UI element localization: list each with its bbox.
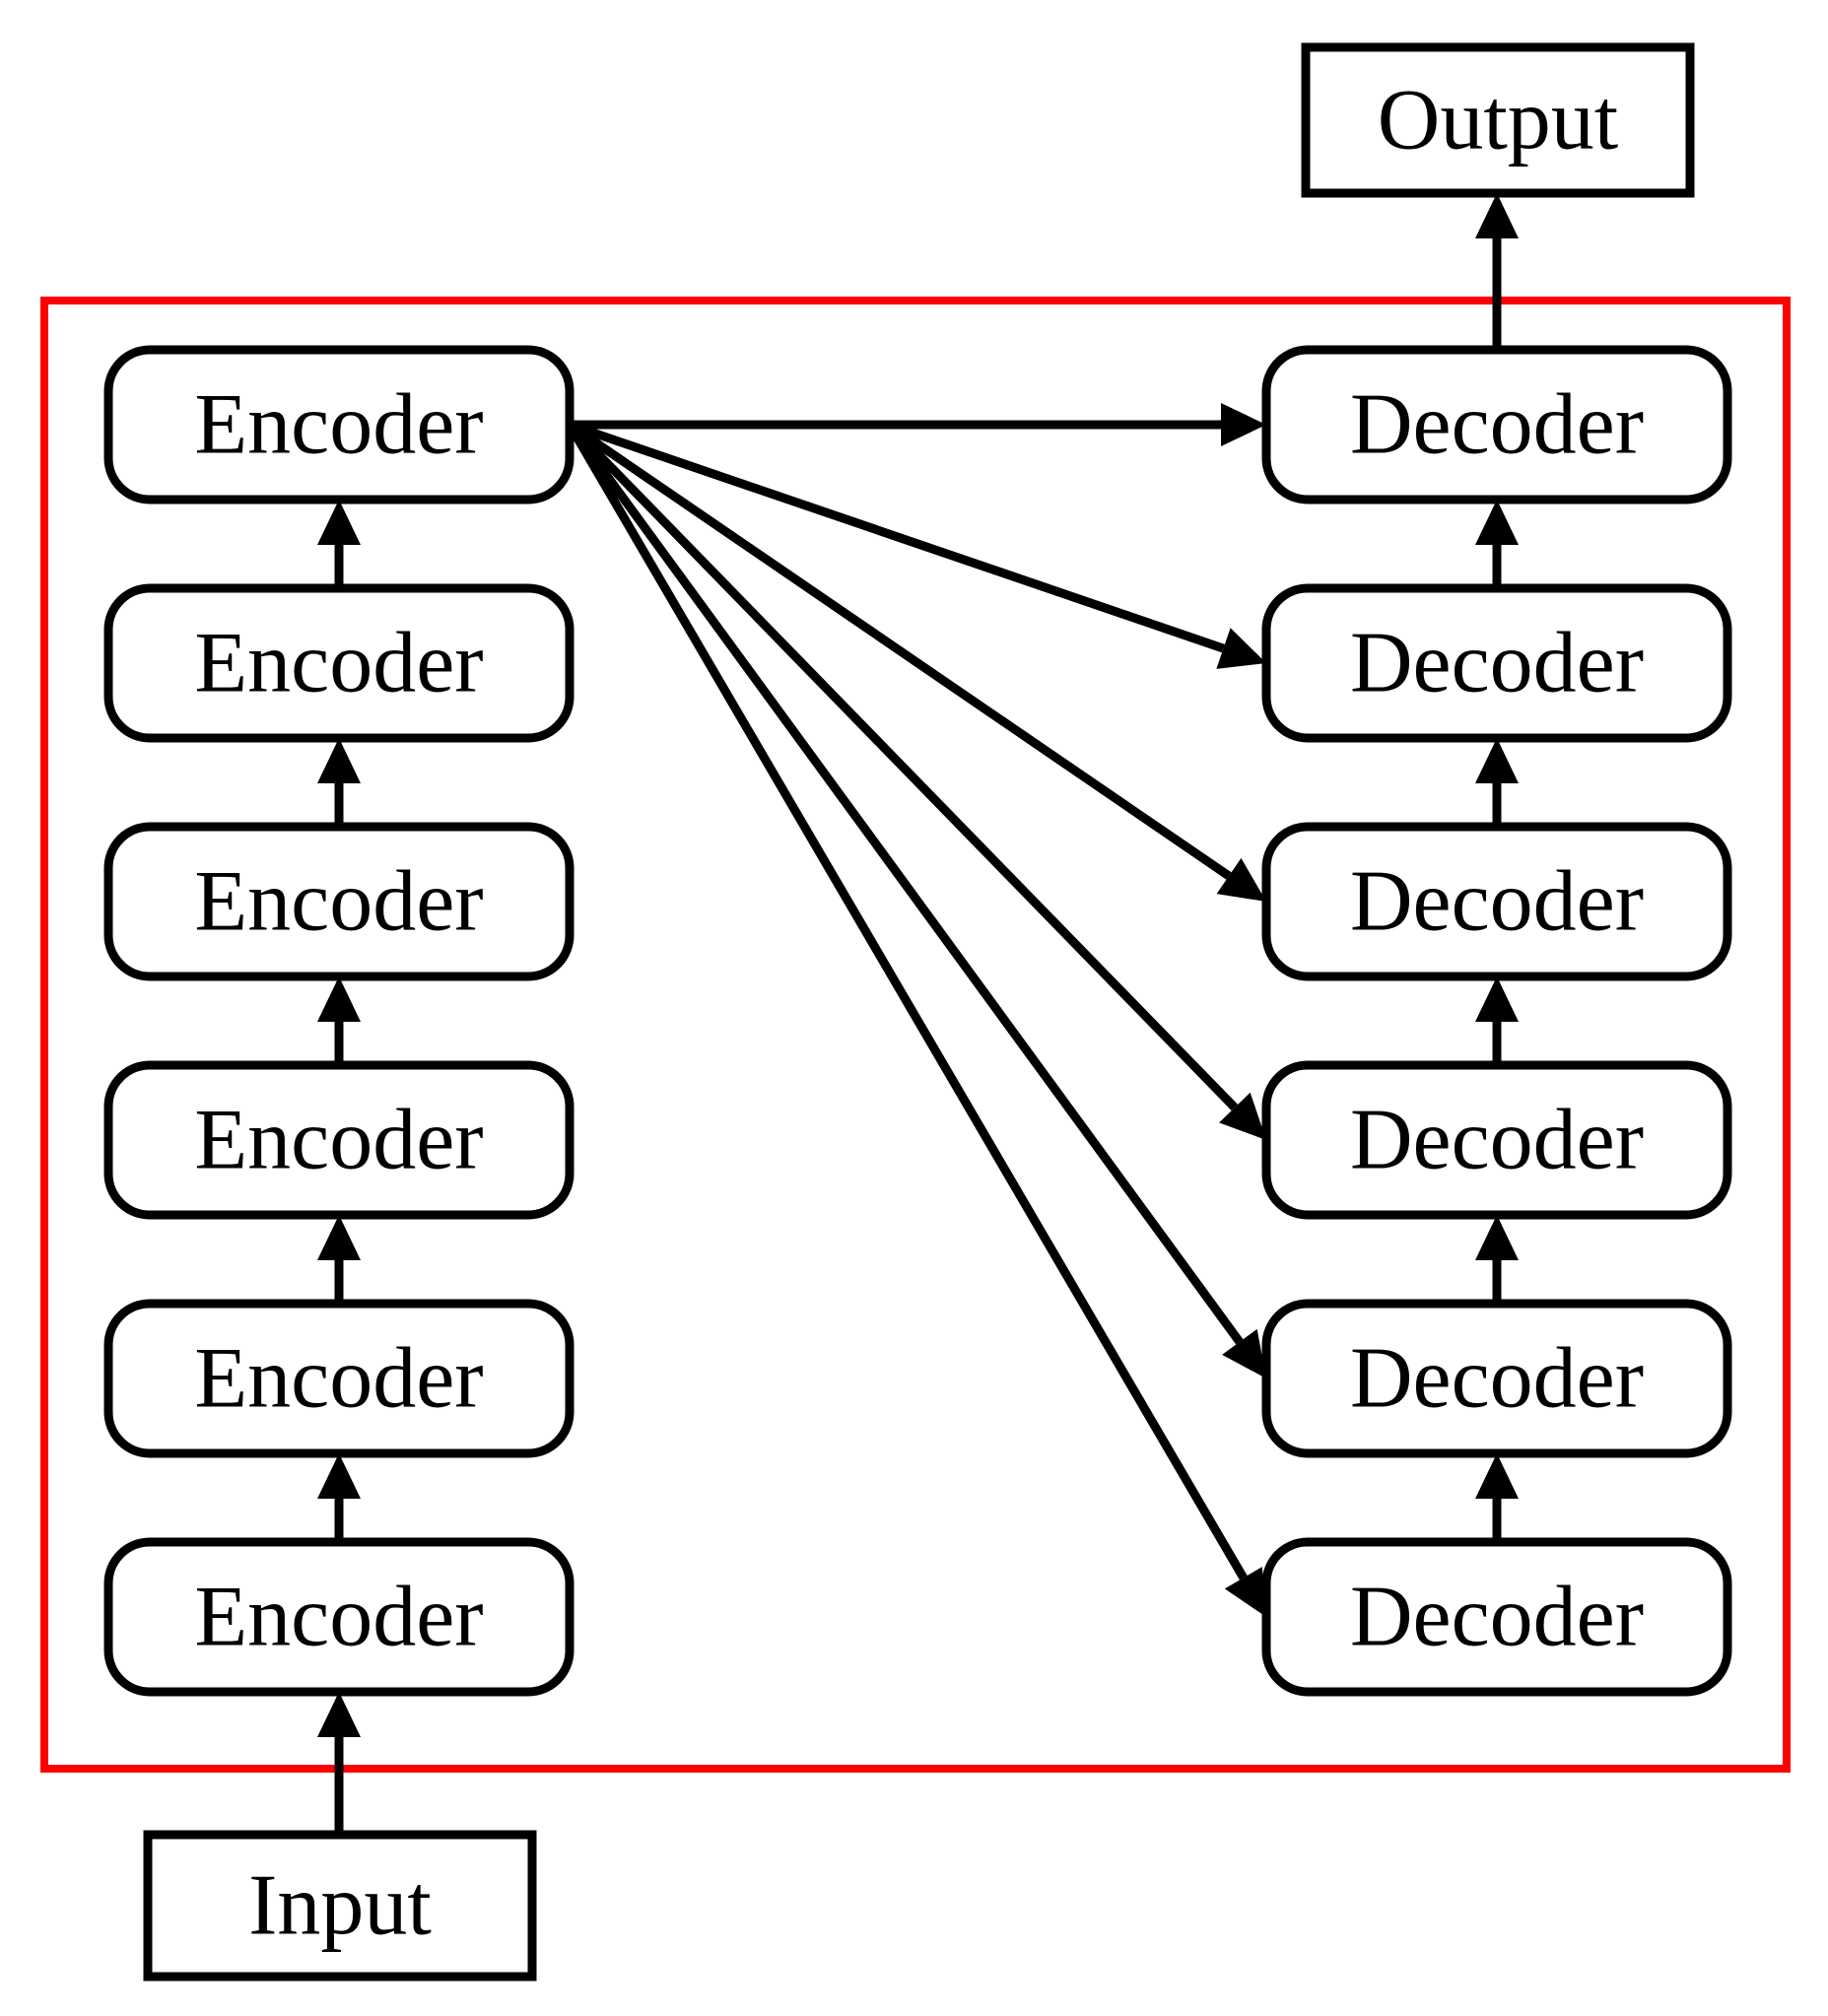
- decoder-stack: Decoder Decoder Decoder Decoder Decoder …: [1261, 345, 1732, 1697]
- decoder-box: [1261, 1299, 1732, 1458]
- input-label: Input: [248, 1858, 432, 1954]
- encoder-box: [103, 583, 575, 743]
- edges: [317, 193, 1519, 1835]
- decoder-node: Decoder: [1261, 583, 1732, 743]
- encoder-to-decoder-arrow-arrowhead: [1221, 403, 1266, 446]
- decoder-box: [1261, 345, 1732, 504]
- decoder-to-decoder-arrow-arrowhead: [1475, 738, 1519, 783]
- encoder-to-encoder-arrow-arrowhead: [317, 500, 361, 545]
- decoder-to-decoder-arrow-arrowhead: [1475, 976, 1519, 1022]
- encoder-to-encoder-arrow-arrowhead: [317, 1215, 361, 1260]
- encoder-to-decoder-arrow: [566, 422, 1244, 1345]
- encoder-node: Encoder: [103, 822, 575, 981]
- encoder-stack: Encoder Encoder Encoder Encoder Encoder …: [103, 345, 575, 1697]
- encoder-label: Encoder: [194, 616, 483, 711]
- input-to-encoder-arrow-arrowhead: [317, 1692, 361, 1737]
- decoder-node: Decoder: [1261, 822, 1732, 981]
- decoder-box: [1261, 822, 1732, 981]
- output-box: [1301, 42, 1695, 198]
- decoder-label: Decoder: [1350, 616, 1644, 711]
- decoder-to-decoder-arrow-arrowhead: [1475, 1215, 1519, 1260]
- decoder-node: Decoder: [1261, 345, 1732, 504]
- encoder-node: Encoder: [103, 1537, 575, 1697]
- encoder-box: [103, 1060, 575, 1220]
- output-node: Output: [1301, 42, 1695, 198]
- decoder-label: Decoder: [1350, 1570, 1644, 1665]
- input-node: Input: [143, 1830, 537, 1982]
- decoder-node: Decoder: [1261, 1299, 1732, 1458]
- decoder-to-output-arrow-arrowhead: [1475, 193, 1519, 238]
- encoder-node: Encoder: [103, 345, 575, 504]
- decoder-to-decoder-arrow-arrowhead: [1475, 500, 1519, 545]
- encoder-label: Encoder: [194, 1570, 483, 1665]
- encoder-node: Encoder: [103, 583, 575, 743]
- decoder-label: Decoder: [1350, 854, 1644, 950]
- input-box: [143, 1830, 537, 1982]
- encoder-to-decoder-arrow: [566, 421, 1239, 1111]
- encoder-label: Encoder: [194, 1331, 483, 1427]
- decoder-label: Decoder: [1350, 1093, 1644, 1188]
- decoder-to-decoder-arrow-arrowhead: [1475, 1453, 1519, 1499]
- encoder-to-decoder-arrow: [568, 420, 1225, 653]
- encoder-to-decoder-arrow-arrowhead: [1216, 628, 1266, 669]
- encoder-to-encoder-arrow-arrowhead: [317, 976, 361, 1022]
- decoder-node: Decoder: [1261, 1060, 1732, 1220]
- encoder-box: [103, 1537, 575, 1697]
- encoder-to-decoder-arrow: [566, 422, 1248, 1580]
- encoder-label: Encoder: [194, 1093, 483, 1188]
- model-frame: [40, 297, 1791, 1773]
- decoder-box: [1261, 583, 1732, 743]
- decoder-box: [1261, 1537, 1732, 1697]
- encoder-node: Encoder: [103, 1299, 575, 1458]
- decoder-label: Decoder: [1350, 1331, 1644, 1427]
- output-label: Output: [1378, 73, 1618, 168]
- encoder-node: Encoder: [103, 1060, 575, 1220]
- encoder-label: Encoder: [194, 854, 483, 950]
- decoder-label: Decoder: [1350, 377, 1644, 473]
- encoder-to-decoder-arrow-arrowhead: [1222, 1328, 1266, 1378]
- encoder-to-encoder-arrow-arrowhead: [317, 1453, 361, 1499]
- encoder-box: [103, 822, 575, 981]
- encoder-label: Encoder: [194, 377, 483, 473]
- encoder-to-decoder-arrow-arrowhead: [1216, 857, 1266, 902]
- encoder-box: [103, 1299, 575, 1458]
- encoder-to-encoder-arrow-arrowhead: [317, 738, 361, 783]
- encoder-to-decoder-arrow-arrowhead: [1224, 1567, 1266, 1617]
- encoder-to-decoder-arrow: [567, 421, 1232, 880]
- encoder-box: [103, 345, 575, 504]
- encoder-to-decoder-arrow-arrowhead: [1219, 1092, 1266, 1140]
- decoder-node: Decoder: [1261, 1537, 1732, 1697]
- decoder-box: [1261, 1060, 1732, 1220]
